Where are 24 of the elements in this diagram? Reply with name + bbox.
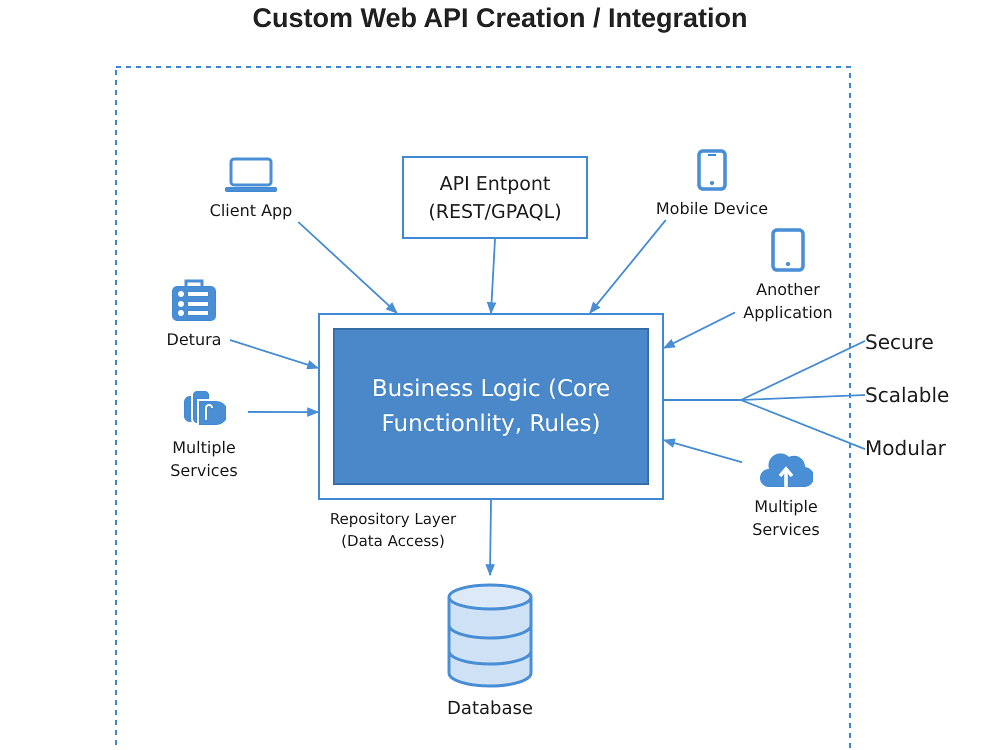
quality-label: Scalable bbox=[865, 384, 950, 406]
logic-title: Business Logic (Core Functionlity, Rules) bbox=[370, 374, 612, 438]
connector-line bbox=[664, 399, 866, 450]
quality-label: Secure bbox=[865, 330, 934, 354]
arrow bbox=[298, 221, 398, 314]
process-box bbox=[402, 156, 588, 239]
arrow bbox=[230, 339, 320, 370]
node-label: Another Application bbox=[742, 279, 834, 324]
node-label: Client App bbox=[210, 200, 292, 222]
arrow bbox=[662, 312, 736, 349]
node-label: Multiple Services bbox=[751, 496, 821, 541]
node-label: Multiple Services bbox=[169, 437, 239, 482]
node-label: Mobile Device bbox=[656, 198, 768, 220]
node-label: Database bbox=[447, 697, 533, 720]
arrow bbox=[486, 238, 496, 314]
arrow bbox=[662, 438, 742, 464]
arrow bbox=[485, 500, 495, 576]
diagram-title: Custom Web API Creation / Integration bbox=[251, 2, 749, 35]
node-label: Detura bbox=[166, 329, 222, 351]
arrow bbox=[248, 407, 320, 417]
arrow bbox=[589, 219, 666, 314]
quality-label: Modular bbox=[865, 436, 946, 460]
box-label: API Entpont (REST/GPAQL) bbox=[427, 172, 563, 224]
logic-box bbox=[318, 313, 664, 500]
